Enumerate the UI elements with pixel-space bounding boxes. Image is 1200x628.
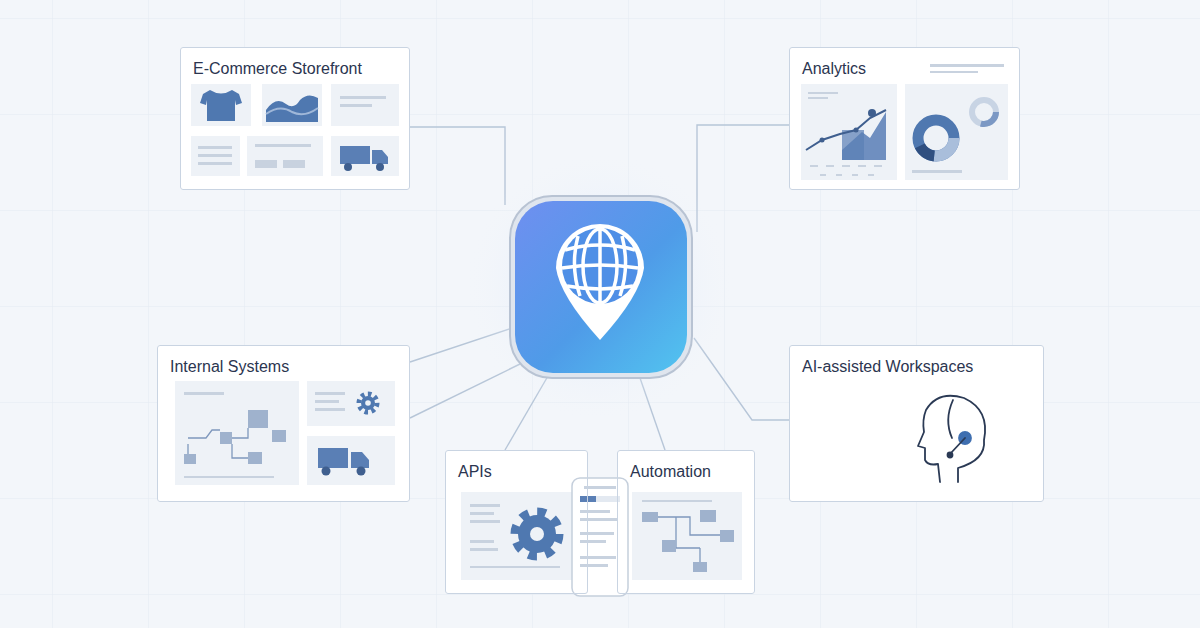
panel-heading: E-Commerce Storefront	[193, 59, 362, 79]
gear-icon	[515, 512, 559, 556]
phone-icon	[572, 478, 628, 596]
panel-heading: APIs	[458, 462, 492, 482]
internal-systems-art	[175, 381, 395, 485]
truck-icon	[340, 146, 388, 171]
link-lines	[410, 125, 789, 450]
panel-heading: Internal Systems	[170, 357, 289, 377]
panel-heading: Analytics	[802, 59, 866, 79]
storefront-tiles	[191, 84, 399, 176]
api-automation-art	[359, 394, 742, 596]
analytics-charts	[801, 64, 1008, 180]
central-globe-icon	[465, 152, 735, 422]
panel: Automation	[617, 450, 755, 594]
panel-heading: AI-assisted Workspaces	[802, 357, 973, 377]
panel: AI-assisted Workspaces	[789, 345, 1044, 502]
panel-grounds	[157, 47, 1044, 594]
panel: APIs	[445, 450, 588, 594]
panel-heading: Automation	[630, 462, 711, 482]
panel: Analytics	[789, 47, 1020, 190]
panel: E-Commerce Storefront	[180, 47, 410, 190]
panel: Internal Systems	[157, 345, 410, 502]
ai-head-icon	[918, 396, 985, 482]
